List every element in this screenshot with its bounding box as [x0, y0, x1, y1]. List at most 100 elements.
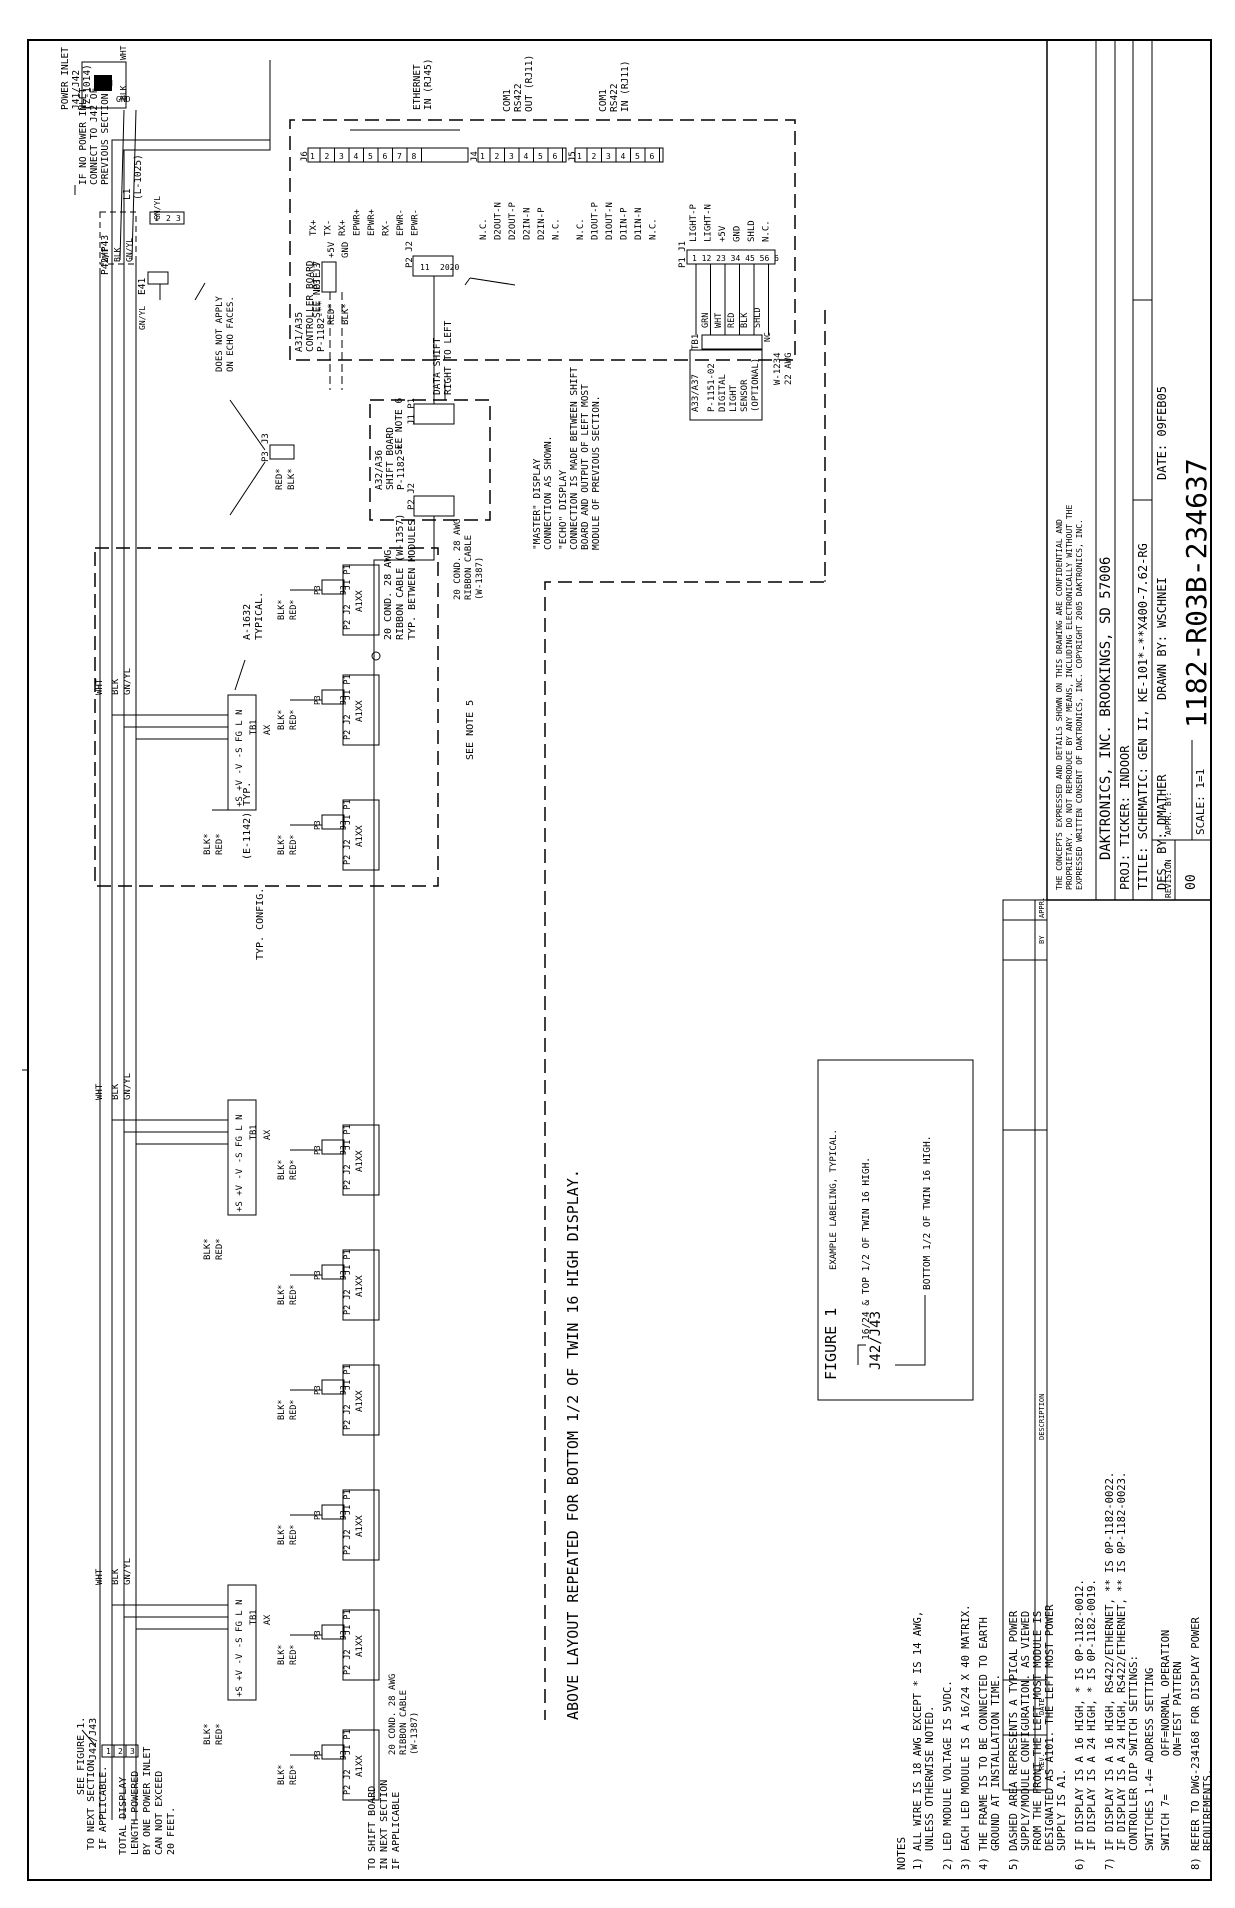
drawing-number: 1182-R03B-234637: [1180, 458, 1213, 728]
svg-text:2: 2: [166, 214, 171, 223]
shift-board: A32/A36 SHIFT BOARD P-1182-* SEE NOTE 6 …: [229, 276, 491, 1800]
svg-text:RED*: RED*: [275, 468, 285, 490]
svg-text:2020: 2020: [440, 263, 459, 272]
module-p2j2: P2 J2: [343, 1164, 353, 1190]
left-section-labels: SEE FIGURE 1. TO NEXT SECTION IF APPLICA…: [76, 1674, 420, 1870]
svg-text:+5V: +5V: [327, 241, 337, 258]
svg-text:BLK*: BLK*: [203, 1238, 213, 1260]
svg-text:BLK*: BLK*: [277, 835, 287, 855]
module-label: A1XX: [355, 1515, 365, 1537]
svg-text:RS422: RS422: [609, 83, 620, 112]
ethernet-label: ETHERNET: [412, 64, 423, 110]
drawing-date: DATE: 09FEB05: [1155, 386, 1169, 480]
controller-p1j1: P1 J1: [678, 241, 688, 268]
total-display-label: TOTAL DISPLAY: [118, 1777, 129, 1855]
svg-text:BLK: BLK: [111, 678, 121, 695]
master-echo-note: "MASTER" DISPLAY: [532, 458, 543, 550]
pin-number: 2: [495, 152, 500, 161]
svg-text:RED*: RED*: [289, 1525, 299, 1545]
pin-label: SHLD: [747, 220, 757, 242]
company-name: DAKTRONICS, INC. BROOKINGS, SD 57006: [1098, 557, 1114, 860]
pin-label: N.C.: [649, 218, 659, 240]
svg-text:BY ONE POWER INLET: BY ONE POWER INLET: [142, 1747, 153, 1855]
power-buses: [99, 60, 271, 1820]
svg-text:BLK*: BLK*: [341, 303, 351, 325]
svg-text:1: 1: [154, 214, 159, 223]
confidential-line-2: PROPRIETARY. DO NOT REPRODUCE BY ANY MEA…: [1065, 505, 1074, 890]
svg-text:(OPTIONAL): (OPTIONAL): [751, 358, 761, 412]
typ-config: TYP. CONFIG.: [255, 888, 266, 960]
svg-text:RED*: RED*: [289, 1400, 299, 1420]
typical-power-supply-area: [94, 547, 439, 887]
pin-label: +5V: [718, 225, 728, 242]
svg-text:11: 11: [420, 263, 430, 272]
svg-text:N: N: [108, 79, 113, 88]
pin-label: D2OUT-N: [494, 202, 504, 240]
svg-text:RIBBON CABLE (W-1357): RIBBON CABLE (W-1357): [395, 514, 406, 640]
module-j1p1: J1 P1: [343, 1609, 353, 1635]
sensor-wire-label: BLK: [740, 312, 750, 328]
svg-text:GND: GND: [341, 242, 351, 258]
svg-text:P3: P3: [261, 451, 271, 462]
ribbon-cable-label: 20 COND. 28 AWG: [388, 1674, 398, 1755]
note-line: IF DISPLAY IS A 24 HIGH, * IS 0P-1182-00…: [1086, 1579, 1098, 1870]
module-p2j2: P2 J2: [343, 714, 353, 740]
svg-text:ON ECHO FACES.: ON ECHO FACES.: [226, 296, 236, 372]
note-line: SUPPLY/MODULE CONFIGURATION. AS VIEWED: [1020, 1611, 1032, 1870]
svg-text:J3: J3: [339, 1270, 348, 1280]
shift-j1p1: J1 P1: [407, 398, 417, 425]
tb1-label: TB1: [249, 1125, 259, 1140]
drawn-by: DRAWN BY: WSCHNEI: [1155, 577, 1169, 700]
notes-heading: NOTES: [895, 1837, 908, 1870]
controller-p2j2: P2 J2: [405, 241, 415, 268]
ax-label: AX: [263, 1129, 273, 1140]
note-line: GROUND AT INSTALLATION TIME.: [990, 1674, 1002, 1870]
module-j1p1: J1 P1: [343, 674, 353, 700]
svg-text:DIGITAL: DIGITAL: [718, 374, 728, 412]
pin-number: 1: [480, 152, 485, 161]
svg-text:BLK*: BLK*: [203, 1723, 213, 1745]
pin-number: 5: [368, 152, 373, 161]
svg-text:1: 1: [106, 1747, 111, 1756]
revision-label: REVISION: [1164, 859, 1173, 898]
module-p2j2: P2 J2: [343, 1404, 353, 1430]
figure-1: FIGURE 1 EXAMPLE LABELING, TYPICAL. J42/…: [817, 1059, 974, 1401]
sensor-wire-label: SHLD: [753, 308, 763, 328]
pin-number: 3: [606, 152, 611, 161]
module-label: A1XX: [355, 1755, 365, 1777]
svg-text:CONNECT TO J42 OF: CONNECT TO J42 OF: [89, 87, 100, 185]
pin-label: D2IN-P: [537, 207, 547, 240]
pin-label: RX-: [382, 220, 392, 236]
module-p2j2: P2 J2: [343, 1289, 353, 1315]
pin-label: D1IN-P: [620, 207, 630, 240]
module-j1p1: J1 P1: [343, 1489, 353, 1515]
svg-text:GN/YL: GN/YL: [138, 306, 147, 330]
shift-board-ref: A32/A36: [374, 450, 385, 490]
svg-text:"ECHO" DISPLAY: "ECHO" DISPLAY: [558, 470, 569, 550]
module-j1p1: J1 P1: [343, 799, 353, 825]
note-line: 5) DASHED AREA REPRESENTS A TYPICAL POWE…: [1008, 1610, 1020, 1870]
pin-number: 5: [538, 152, 543, 161]
svg-text:RIBBON CABLE: RIBBON CABLE: [399, 1690, 409, 1755]
svg-text:(W-1387): (W-1387): [475, 557, 485, 600]
pin-label: LIGHT-P: [689, 203, 699, 242]
svg-text:J3: J3: [339, 820, 348, 830]
svg-text:P-1151-02: P-1151-02: [707, 363, 717, 412]
svg-text:WHT: WHT: [95, 1083, 105, 1100]
repeat-note: ABOVE LAYOUT REPEATED FOR BOTTOM 1/2 OF …: [564, 1169, 582, 1720]
pin-number: 1 1: [692, 254, 707, 263]
svg-text:BLK*: BLK*: [277, 1765, 287, 1785]
note-line: 2) LED MODULE VOLTAGE IS 5VDC.: [942, 1680, 954, 1870]
svg-text:J3: J3: [339, 1145, 348, 1155]
pin-number: 4: [354, 152, 359, 161]
pin-number: 2 2: [707, 254, 722, 263]
note-line: UNLESS OTHERWISE NOTED.: [924, 1706, 936, 1870]
pin-number: 3 3: [721, 254, 736, 263]
svg-text:BLK*: BLK*: [277, 1525, 287, 1545]
